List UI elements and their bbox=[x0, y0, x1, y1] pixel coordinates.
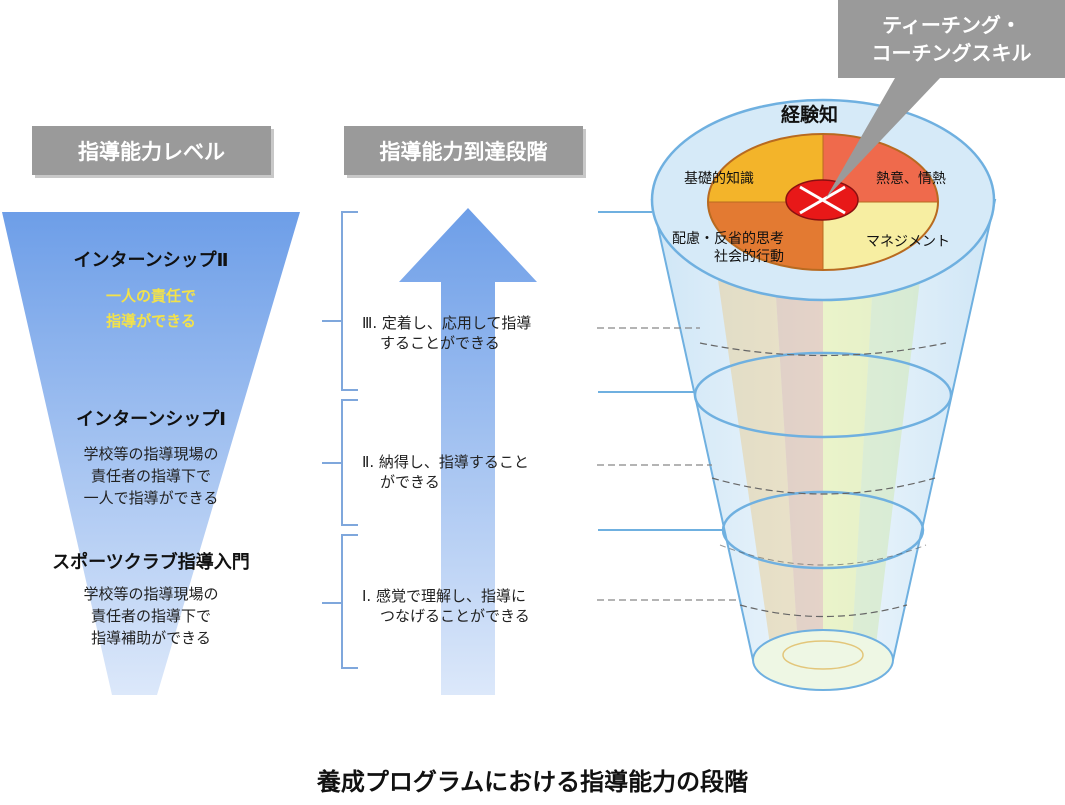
experience-label: 経験知 bbox=[781, 104, 839, 126]
level-desc-sports-club-intro: 学校等の指導現場の 責任者の指導下で 指導補助ができる bbox=[83, 585, 219, 647]
level-desc-internship-1: 学校等の指導現場の 責任者の指導下で 一人で指導ができる bbox=[83, 445, 219, 507]
header-achievement-stage: 指導能力到達段階 bbox=[344, 126, 583, 175]
callout-pointer bbox=[826, 78, 940, 198]
level-title-internship-1: インターンシップⅠ bbox=[76, 409, 226, 430]
progress-arrow bbox=[399, 208, 537, 695]
figure-caption: 養成プログラムにおける指導能力の段階 bbox=[316, 768, 749, 796]
stage-bracket-3 bbox=[322, 211, 358, 391]
level-desc-internship-2: 一人の責任で 指導ができる bbox=[105, 287, 196, 330]
stage-bracket-1 bbox=[322, 534, 358, 669]
stage-1-text: Ⅰ. 感覚で理解し、指導に つなげることができる bbox=[362, 587, 530, 625]
stage-3-text: Ⅲ. 定着し、応用して指導 することができる bbox=[362, 314, 532, 352]
cone-bottom bbox=[752, 629, 894, 691]
quadrant-label-management: マネジメント bbox=[866, 234, 950, 250]
band-ring-upper bbox=[693, 351, 953, 439]
header-ability-level: 指導能力レベル bbox=[32, 126, 271, 175]
callout-teaching-coaching-skill: ティーチング・ コーチングスキル bbox=[838, 0, 1065, 78]
level-title-sports-club-intro: スポーツクラブ指導入門 bbox=[52, 552, 250, 573]
level-title-internship-2: インターンシップⅡ bbox=[73, 250, 229, 271]
quadrant-label-consideration: 配慮・反省的思考 社会的行動 bbox=[672, 231, 784, 265]
quadrant-label-basic-knowledge: 基礎的知識 bbox=[684, 171, 754, 187]
ability-pie bbox=[707, 133, 939, 271]
stage-bracket-2 bbox=[322, 399, 358, 526]
quadrant-label-passion: 熱意、情熱 bbox=[876, 171, 946, 187]
stage-2-text: Ⅱ. 納得し、指導すること ができる bbox=[362, 453, 529, 491]
ability-funnel bbox=[2, 212, 300, 695]
